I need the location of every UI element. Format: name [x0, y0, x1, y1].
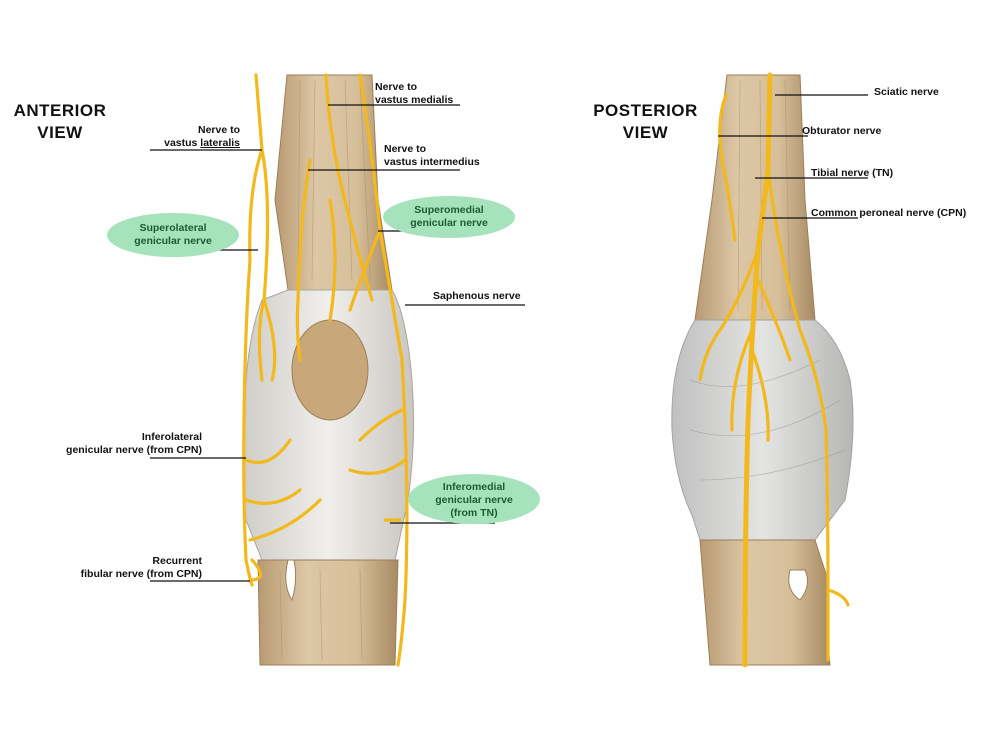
vastus-medialis-line2: vastus medialis	[375, 94, 454, 106]
inferomedial-highlight	[408, 474, 540, 524]
label-inferolateral-genicular-nerve: Inferolateral genicular nerve (from CPN)	[40, 431, 202, 457]
label-nerve-to-vastus-lateralis: Nerve to vastus lateralis	[120, 124, 240, 150]
posterior-nerves	[698, 72, 850, 668]
obturator-line: Obturator nerve	[802, 125, 882, 137]
superolateral-highlight	[107, 213, 239, 257]
label-nerve-to-vastus-intermedius: Nerve to vastus intermedius	[384, 143, 480, 169]
label-common-peroneal-nerve: Common peroneal nerve (CPN)	[811, 207, 966, 220]
label-saphenous-nerve: Saphenous nerve	[433, 290, 521, 303]
posterior-knee	[671, 72, 854, 668]
vastus-lateralis-line2: vastus lateralis	[120, 137, 240, 150]
label-superolateral-genicular-nerve: Superolateral genicular nerve	[110, 222, 236, 248]
posterior-view-title: POSTERIOR VIEW	[588, 100, 703, 144]
patella	[291, 319, 369, 421]
label-tibial-nerve: Tibial nerve (TN)	[811, 167, 893, 180]
vastus-intermedius-line2: vastus intermedius	[384, 156, 480, 168]
anterior-knee	[242, 73, 415, 667]
superomedial-line2: genicular nerve	[410, 217, 488, 229]
inferomedial-line3: (from TN)	[450, 507, 498, 519]
common-peroneal-line: Common peroneal nerve (CPN)	[811, 207, 967, 219]
recurrent-line1: Recurrent	[152, 555, 202, 567]
posterior-title-line1: POSTERIOR	[593, 101, 698, 120]
posterior-gap	[788, 569, 809, 601]
label-obturator-nerve: Obturator nerve	[802, 125, 881, 138]
anterior-nerves	[242, 73, 409, 667]
vastus-medialis-line1: Nerve to	[375, 81, 418, 93]
saphenous-line: Saphenous nerve	[433, 290, 521, 302]
label-recurrent-fibular-nerve: Recurrent fibular nerve (from CPN)	[40, 555, 202, 581]
label-nerve-to-vastus-medialis: Nerve to vastus medialis	[375, 81, 453, 107]
label-superomedial-genicular-nerve: Superomedial genicular nerve	[386, 204, 512, 230]
tibial-line: Tibial nerve (TN)	[811, 167, 894, 179]
anterior-title-line1: ANTERIOR	[13, 101, 107, 120]
vastus-lateralis-line1: Nerve to	[197, 124, 240, 136]
anterior-view-title: ANTERIOR VIEW	[10, 100, 110, 144]
inferomedial-line1: Inferomedial	[442, 481, 506, 493]
superomedial-line1: Superomedial	[414, 204, 484, 216]
sciatic-line: Sciatic nerve	[874, 86, 939, 98]
fibula-gap	[285, 559, 297, 602]
posterior-title-line2: VIEW	[622, 123, 669, 142]
inferomedial-line2: genicular nerve	[435, 494, 513, 506]
superolateral-line1: Superolateral	[139, 222, 207, 234]
superolateral-line2: genicular nerve	[134, 235, 212, 247]
vastus-intermedius-line1: Nerve to	[384, 143, 427, 155]
vastus-lateralis-line2b: lateralis	[200, 137, 240, 149]
vastus-lateralis-line2a: vastus	[164, 137, 201, 149]
superomedial-highlight	[383, 196, 515, 238]
anterior-lower-leg	[257, 559, 399, 666]
inferolateral-line2: genicular nerve (from CPN)	[66, 444, 202, 456]
anterior-title-line2: VIEW	[37, 123, 83, 142]
posterior-lower-leg	[699, 539, 831, 666]
label-inferomedial-genicular-nerve: Inferomedial genicular nerve (from TN)	[411, 481, 537, 520]
label-sciatic-nerve: Sciatic nerve	[874, 86, 939, 99]
recurrent-line2: fibular nerve (from CPN)	[80, 568, 202, 580]
inferolateral-line1: Inferolateral	[141, 431, 202, 443]
